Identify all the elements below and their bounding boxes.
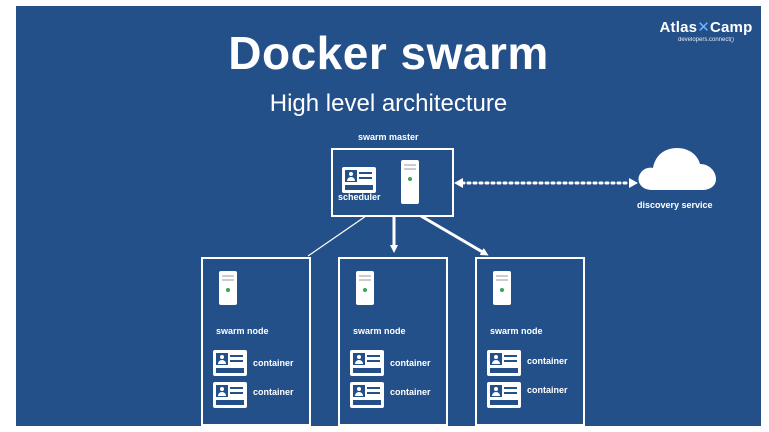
container-icon bbox=[213, 350, 247, 376]
connector-layer bbox=[307, 178, 638, 257]
scheduler-icon bbox=[342, 167, 376, 193]
container-icon bbox=[213, 382, 247, 408]
container-label: container bbox=[253, 358, 294, 368]
discovery-arrow-right-icon bbox=[629, 178, 638, 188]
logo-tagline: developers.connect() bbox=[677, 37, 735, 43]
discovery-arrow-left-icon bbox=[454, 178, 463, 188]
logo-brand-right: Camp bbox=[709, 19, 753, 36]
node-server-icon bbox=[356, 271, 374, 305]
swarm-master-box: scheduler bbox=[331, 148, 454, 217]
slide-subtitle: High level architecture bbox=[269, 90, 508, 117]
container-label: container bbox=[253, 387, 294, 397]
slide-title: Docker swarm bbox=[228, 27, 549, 79]
container-icon bbox=[487, 382, 521, 408]
atlascamp-logo: Atlas✕Camp developers.connect() bbox=[656, 18, 756, 43]
container-label: container bbox=[527, 385, 568, 395]
container-icon bbox=[350, 382, 384, 408]
node-label: swarm node bbox=[216, 326, 269, 336]
node-server-icon bbox=[219, 271, 237, 305]
cloud-icon bbox=[638, 148, 716, 190]
swarm-node-box: swarm node container container bbox=[338, 257, 448, 426]
arrow-to-node-1 bbox=[307, 215, 367, 257]
slide: Docker swarm High level architecture Atl… bbox=[16, 6, 761, 426]
scheduler-label: scheduler bbox=[338, 192, 381, 202]
arrow-to-node-3 bbox=[420, 214, 489, 256]
logo-brand-left: Atlas bbox=[659, 19, 698, 36]
container-label: container bbox=[390, 358, 431, 368]
container-icon bbox=[487, 350, 521, 376]
container-icon bbox=[350, 350, 384, 376]
container-label: container bbox=[390, 387, 431, 397]
swarm-node-box: swarm node container container bbox=[475, 257, 585, 426]
logo-x-icon: ✕ bbox=[697, 19, 710, 36]
discovery-label: discovery service bbox=[637, 200, 713, 210]
container-label: container bbox=[527, 356, 568, 366]
master-server-icon bbox=[401, 160, 419, 204]
master-label: swarm master bbox=[358, 132, 419, 142]
node-label: swarm node bbox=[353, 326, 406, 336]
swarm-node-box: swarm node container container bbox=[201, 257, 311, 426]
node-server-icon bbox=[493, 271, 511, 305]
node-label: swarm node bbox=[490, 326, 543, 336]
